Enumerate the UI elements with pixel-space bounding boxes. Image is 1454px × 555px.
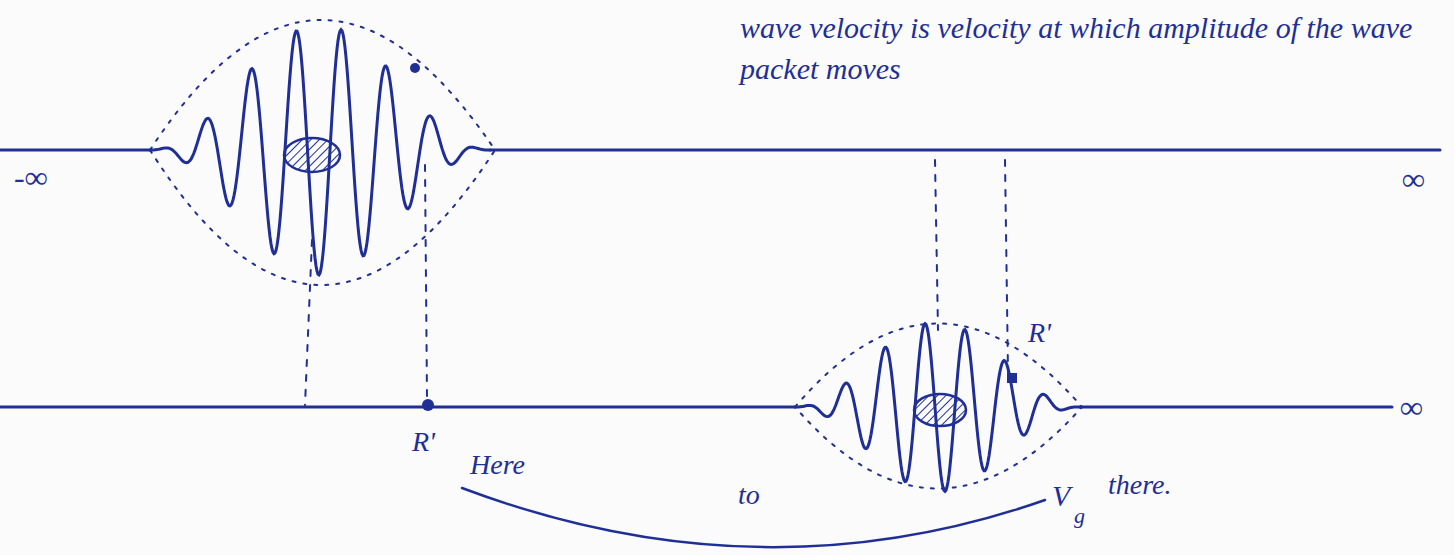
wave-packet [795, 324, 1080, 492]
leader-line [1005, 160, 1008, 372]
hatched-centre [914, 394, 966, 426]
axis-line [0, 149, 150, 152]
infinity-mark: -∞ [14, 158, 47, 196]
envelope [795, 324, 1082, 489]
envelope [150, 20, 495, 285]
point-label: R' [412, 425, 435, 459]
hatched-centre [284, 138, 340, 172]
marked-point [410, 63, 420, 73]
leader-line [425, 165, 427, 398]
note-text: Here [470, 448, 525, 482]
axis-line [490, 149, 1440, 152]
leader-line [305, 240, 312, 405]
marked-point [422, 399, 434, 411]
axis-line [0, 406, 795, 409]
point-label: R' [1028, 316, 1051, 350]
infinity-mark: ∞ [1400, 388, 1423, 426]
velocity-symbol: V [1052, 478, 1070, 514]
infinity-mark: ∞ [1402, 160, 1425, 198]
note-text: to [738, 478, 760, 512]
note-text: there. [1108, 468, 1172, 502]
velocity-subscript: g [1074, 503, 1085, 529]
marked-point [1007, 373, 1017, 383]
note-text: wave velocity is velocity at which ampli… [740, 8, 1440, 89]
wave-packet [150, 30, 490, 275]
leader-line [935, 160, 938, 330]
axis-line [1080, 406, 1392, 409]
